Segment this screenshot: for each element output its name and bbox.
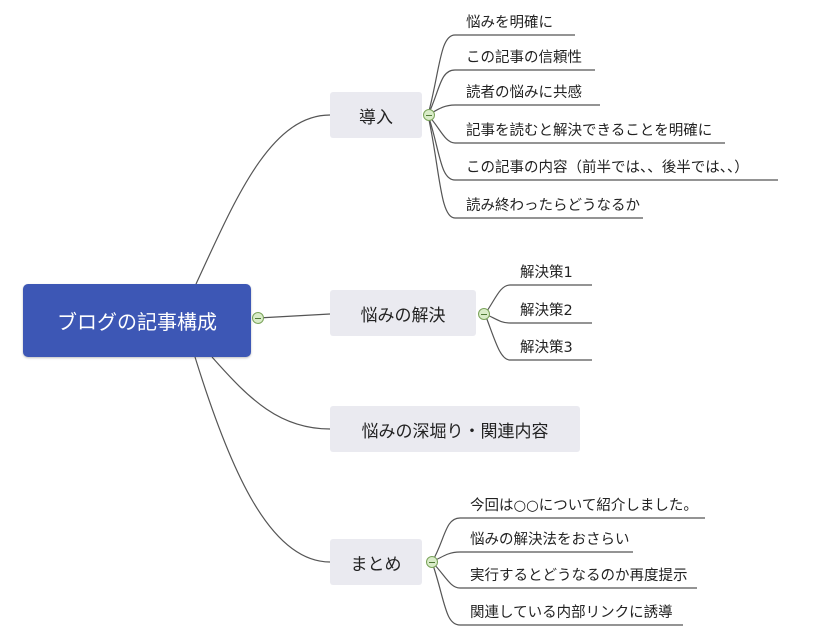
- branch-node-solution[interactable]: 悩みの解決: [330, 290, 476, 336]
- collapse-toggle-solution-icon[interactable]: [478, 308, 490, 320]
- leaf-topic[interactable]: 解決策2: [520, 303, 573, 319]
- branch-node-deepdive[interactable]: 悩みの深堀り・関連内容: [330, 406, 580, 452]
- leaf-topic[interactable]: 記事を読むと解決できることを明確に: [466, 123, 713, 139]
- collapse-toggle-intro-icon[interactable]: [423, 109, 435, 121]
- root-node[interactable]: ブログの記事構成: [23, 284, 251, 357]
- leaf-topic[interactable]: 実行するとどうなるのか再度提示: [470, 568, 688, 584]
- leaf-topic[interactable]: 読み終わったらどうなるか: [466, 198, 640, 214]
- branch-node-intro[interactable]: 導入: [330, 92, 422, 138]
- leaf-topic[interactable]: 今回は○○について紹介しました。: [470, 498, 698, 514]
- connector-root-deepdive: [211, 356, 331, 430]
- collapse-toggle-root-icon[interactable]: [252, 312, 264, 324]
- branch-label: 悩みの深堀り・関連内容: [361, 421, 549, 442]
- leaf-topic[interactable]: 解決策1: [520, 265, 573, 281]
- leaf-topic[interactable]: この記事の信頼性: [466, 50, 582, 66]
- branch-label: 導入: [359, 107, 393, 128]
- leaf-topic[interactable]: 関連している内部リンクに誘導: [470, 605, 673, 621]
- leaf-topic[interactable]: この記事の内容（前半では、、後半では、、）: [466, 160, 749, 176]
- branch-node-summary[interactable]: まとめ: [330, 539, 422, 585]
- branch-label: まとめ: [350, 554, 402, 575]
- connector-root-solution: [257, 313, 331, 319]
- connector-root-intro: [195, 114, 331, 285]
- leaf-topic[interactable]: 悩みを明確に: [466, 15, 553, 31]
- root-node-label: ブログの記事構成: [57, 310, 217, 334]
- branch-label: 悩みの解決: [360, 305, 446, 326]
- connector-root-summary: [194, 356, 331, 563]
- leaf-topic[interactable]: 読者の悩みに共感: [466, 85, 582, 101]
- leaf-topic[interactable]: 解決策3: [520, 340, 573, 356]
- leaf-topic[interactable]: 悩みの解決法をおさらい: [470, 532, 630, 548]
- collapse-toggle-summary-icon[interactable]: [426, 556, 438, 568]
